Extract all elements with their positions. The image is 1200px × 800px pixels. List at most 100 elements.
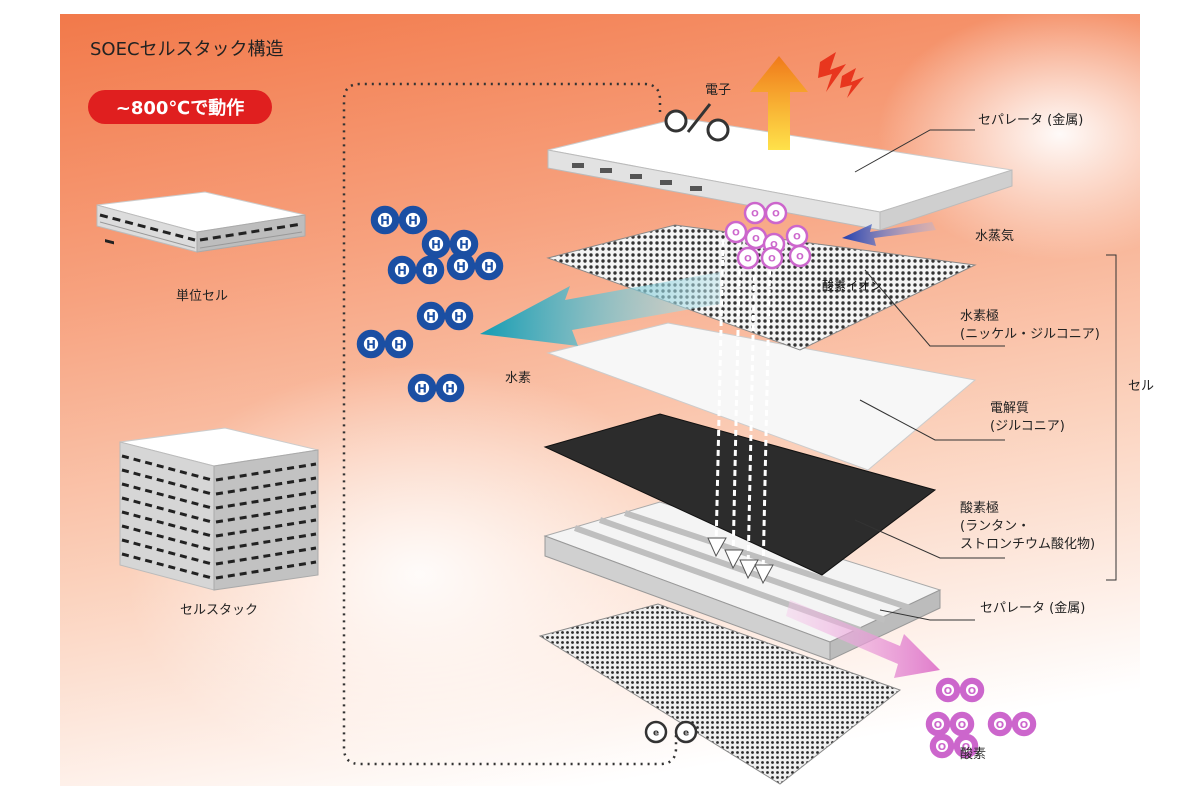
hydrogen-atom-core bbox=[422, 262, 438, 278]
oxygen-atom-core bbox=[1017, 717, 1031, 731]
oxygen-atom-letter: O bbox=[938, 742, 946, 753]
hydrogen-atom-core bbox=[391, 336, 407, 352]
oxide-ion-letter: O bbox=[751, 210, 759, 220]
oxygen-atom-core bbox=[959, 739, 973, 753]
steam-label: 水蒸気 bbox=[975, 229, 1015, 244]
hydrogen-electrode-material: (ニッケル・ジルコニア) bbox=[960, 327, 1100, 342]
hydrogen-arrow bbox=[480, 272, 720, 346]
separator-top-plate bbox=[547, 117, 1013, 231]
oxide-ion-flow-arrows bbox=[714, 239, 772, 576]
hydrogen-atom-letter: H bbox=[394, 338, 404, 352]
hydrogen-atom-letter: H bbox=[456, 260, 466, 274]
oxide-ion-core bbox=[730, 226, 742, 238]
electron-letter: e bbox=[683, 729, 689, 739]
hydrogen-atom-core bbox=[456, 236, 472, 252]
hydrogen-atom-letter: H bbox=[484, 260, 494, 274]
oxygen-atom-letter: O bbox=[996, 720, 1004, 731]
unit-cell-illustration bbox=[96, 191, 306, 253]
cell-bracket-label: セル bbox=[1128, 379, 1155, 394]
hydrogen-atom-letter: H bbox=[426, 310, 436, 324]
cell-stack-label: セルスタック bbox=[180, 603, 259, 618]
hydrogen-atom-core bbox=[481, 258, 497, 274]
oxygen-atom-letter: O bbox=[1020, 720, 1028, 731]
lightning-icon bbox=[818, 52, 864, 98]
steam-arrow bbox=[842, 222, 936, 246]
oxygen-atom-core bbox=[993, 717, 1007, 731]
switch-icon bbox=[664, 103, 730, 142]
heat-up-arrow bbox=[750, 56, 808, 150]
oxide-ion-letter: O bbox=[752, 235, 760, 245]
hydrogen-atom-letter: H bbox=[380, 214, 390, 228]
oxygen-atom-core bbox=[935, 739, 949, 753]
oxygen-atom-letter: O bbox=[968, 686, 976, 697]
oxide-ion-letter: O bbox=[768, 255, 776, 265]
hydrogen-atom-letter: H bbox=[397, 264, 407, 278]
oxide-ion-letter: O bbox=[796, 253, 804, 263]
oxygen-arrow bbox=[786, 600, 940, 678]
hydrogen-atom-core bbox=[405, 212, 421, 228]
oxide-ion-letter: O bbox=[770, 241, 778, 251]
cell-stack-illustration bbox=[119, 427, 319, 591]
unit-cell-label: 単位セル bbox=[176, 289, 229, 304]
oxide-ion-core bbox=[791, 230, 803, 242]
oxygen-electrode-plate bbox=[543, 413, 937, 576]
oxide-ion-letter: O bbox=[772, 210, 780, 220]
oxide-ion-letter: O bbox=[732, 229, 740, 239]
hydrogen-atom-letter: H bbox=[431, 238, 441, 252]
oxide-ion-core bbox=[766, 252, 778, 264]
oxygen-electrode-label: 酸素極 bbox=[960, 501, 1000, 516]
electron-core bbox=[650, 726, 662, 738]
hydrogen-atom-letter: H bbox=[417, 382, 427, 396]
hydrogen-atom-core bbox=[428, 236, 444, 252]
hydrogen-atom-core bbox=[394, 262, 410, 278]
hydrogen-atom-core bbox=[414, 380, 430, 396]
hydrogen-atom-core bbox=[423, 308, 439, 324]
diagram-title: SOECセルスタック構造 bbox=[90, 39, 284, 60]
oxygen-atom-letter: O bbox=[944, 686, 952, 697]
electrolyte-plate bbox=[546, 322, 977, 471]
electron-circuit-dotted bbox=[342, 82, 678, 766]
oxide-ion-core bbox=[768, 238, 780, 250]
hydrogen-atom-core bbox=[442, 380, 458, 396]
hydrogen-atom-letter: H bbox=[366, 338, 376, 352]
oxide-ion-core bbox=[794, 250, 806, 262]
oxygen-atom-letter: O bbox=[962, 742, 970, 753]
electron-core bbox=[680, 726, 692, 738]
hydrogen-atom-letter: H bbox=[459, 238, 469, 252]
hydrogen-label: 水素 bbox=[505, 371, 532, 386]
oxide-ion-core bbox=[749, 207, 761, 219]
hydrogen-atom-core bbox=[377, 212, 393, 228]
electrolyte-label: 電解質 bbox=[990, 401, 1030, 416]
oxygen-electrode-material-1: (ランタン・ bbox=[960, 519, 1031, 534]
bottom-mesh-plate bbox=[538, 603, 902, 785]
oxygen-atom-core bbox=[955, 717, 969, 731]
oxygen-atom-core bbox=[941, 683, 955, 697]
oxygen-label: 酸素 bbox=[960, 747, 987, 762]
oxide-ion-letter: O bbox=[744, 255, 752, 265]
separator-bottom-label: セパレータ (金属) bbox=[980, 601, 1086, 616]
electron-letter: e bbox=[653, 729, 659, 739]
hydrogen-atom-letter: H bbox=[408, 214, 418, 228]
oxygen-electrode-material-2: ストロンチウム酸化物) bbox=[960, 537, 1096, 552]
hydrogen-atom-core bbox=[451, 308, 467, 324]
hydrogen-atom-letter: H bbox=[454, 310, 464, 324]
electron-label: 電子 bbox=[705, 83, 732, 98]
oxide-ion-core bbox=[770, 207, 782, 219]
oxide-ion-core bbox=[742, 252, 754, 264]
oxygen-atom-letter: O bbox=[958, 720, 966, 731]
hydrogen-atom-core bbox=[453, 258, 469, 274]
separator-top-label: セパレータ (金属) bbox=[978, 113, 1084, 128]
oxygen-atom-letter: O bbox=[934, 720, 942, 731]
temperature-badge: ~800℃で動作 bbox=[88, 90, 272, 124]
hydrogen-atom-letter: H bbox=[445, 382, 455, 396]
oxide-ion-label: 酸素イオン bbox=[822, 279, 883, 293]
electrolyte-material: (ジルコニア) bbox=[990, 419, 1065, 434]
oxide-ion-letter: O bbox=[793, 233, 801, 243]
oxygen-atom-core bbox=[965, 683, 979, 697]
hydrogen-atom-letter: H bbox=[425, 264, 435, 278]
